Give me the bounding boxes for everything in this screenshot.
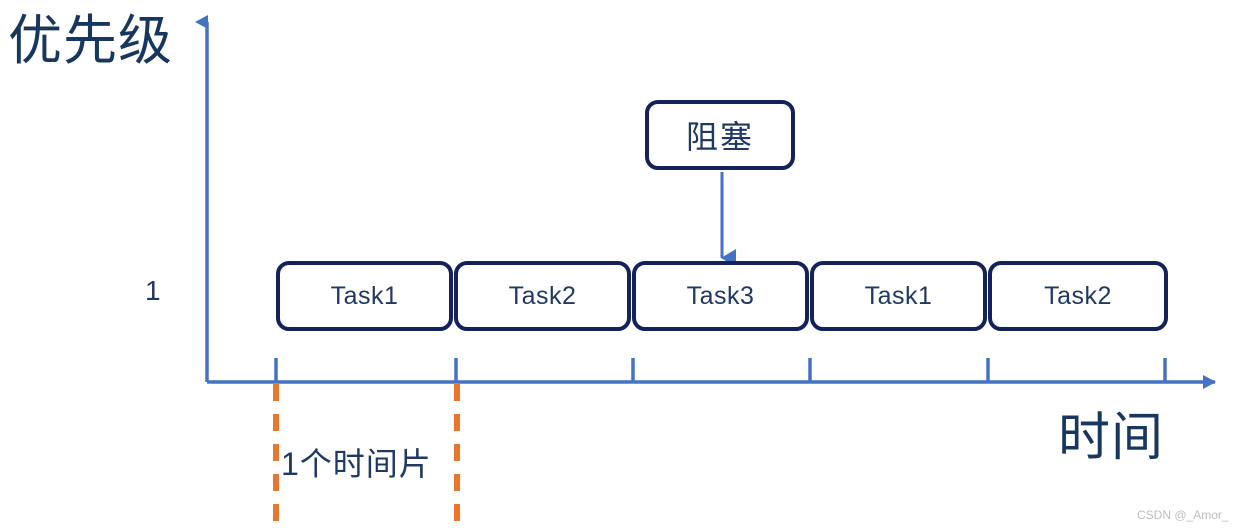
x-axis-title: 时间 — [1058, 409, 1165, 467]
task-box[interactable]: Task1 — [276, 261, 453, 331]
task-box[interactable]: Task2 — [454, 261, 631, 331]
task-label: Task2 — [1044, 281, 1112, 310]
task-label: Task1 — [330, 281, 399, 310]
task-label: Task3 — [686, 281, 755, 310]
blocked-callout-box[interactable]: 阻塞 — [645, 100, 795, 170]
task-box[interactable]: Task2 — [988, 261, 1168, 331]
timeslice-caption: 1个时间片 — [281, 446, 432, 482]
task-box[interactable]: Task3 — [632, 261, 809, 331]
task-label: Task1 — [864, 281, 933, 310]
task-box[interactable]: Task1 — [810, 261, 987, 331]
y-axis-title: 优先级 — [8, 11, 173, 71]
blocked-label: 阻塞 — [685, 119, 754, 155]
task-label: Task2 — [508, 281, 577, 310]
y-axis-tick-label-1: 1 — [145, 275, 161, 306]
watermark: CSDN @_Amor_ — [1137, 508, 1229, 522]
